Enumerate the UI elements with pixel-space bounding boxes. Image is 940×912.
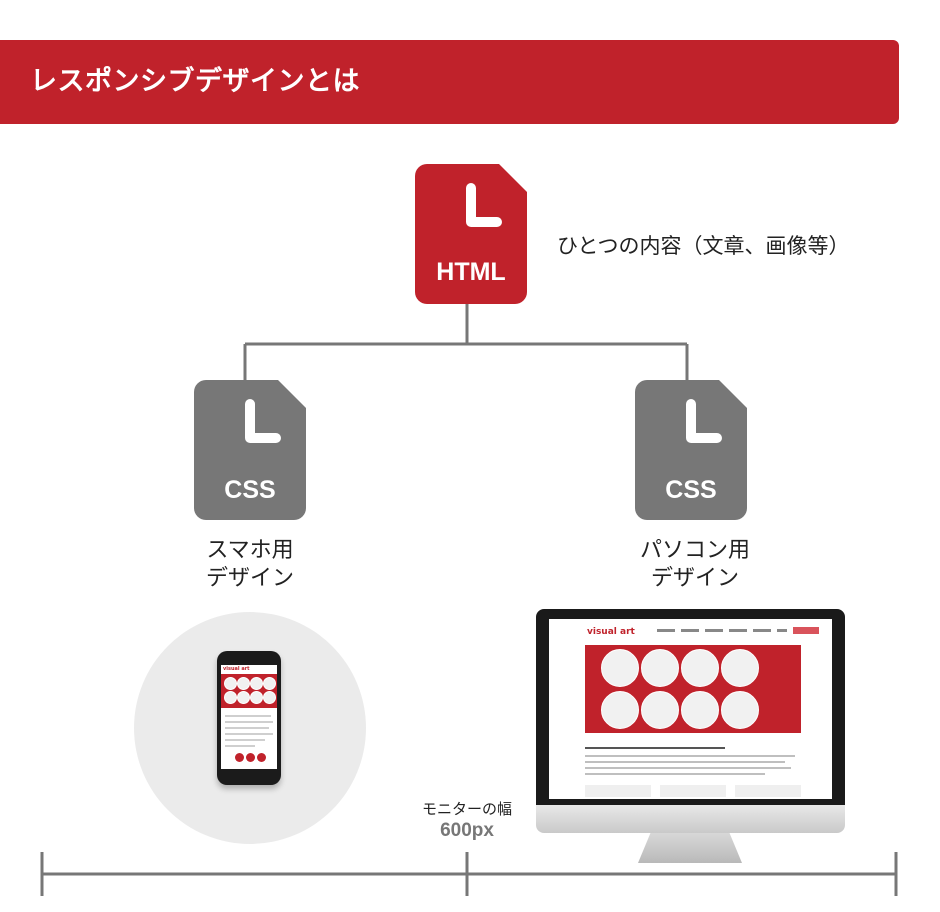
file-css-label-left: CSS (224, 476, 276, 504)
smartphone-image: visual art (217, 651, 281, 785)
file-css-label-right: CSS (665, 476, 717, 504)
section-title: レスポンシブデザインとは (30, 66, 360, 97)
pc-design-caption: パソコン用 デザイン (615, 537, 775, 593)
section-header: レスポンシブデザインとは (0, 40, 899, 124)
monitor-site-nav (657, 629, 787, 632)
monitor-width-value: 600px (440, 820, 494, 841)
pc-caption-line2: デザイン (650, 566, 739, 591)
content-note: ひとつの内容（文章、画像等） (557, 234, 850, 258)
phone-caption-line2: デザイン (205, 566, 294, 591)
monitor-width-label: モニターの幅 (421, 800, 512, 818)
pc-caption-line1: パソコン用 (639, 538, 750, 563)
monitor-site-hero (585, 645, 801, 733)
file-html-label: HTML (436, 258, 506, 286)
monitor-screen: visual art (549, 619, 832, 799)
phone-site-logo: visual art (223, 666, 250, 672)
monitor-site-nav-button (793, 627, 819, 634)
monitor-site-logo: visual art (587, 627, 635, 637)
file-css-icon: CSS (194, 380, 306, 520)
phone-design-caption: スマホ用 デザイン (180, 537, 320, 593)
phone-hero (221, 674, 277, 708)
phone-caption-line1: スマホ用 (206, 538, 294, 563)
monitor-stand (638, 833, 742, 863)
file-html-icon: HTML (415, 164, 527, 304)
smartphone-screen: visual art (221, 665, 277, 769)
file-css-icon: CSS (635, 380, 747, 520)
monitor-chin (536, 805, 845, 833)
